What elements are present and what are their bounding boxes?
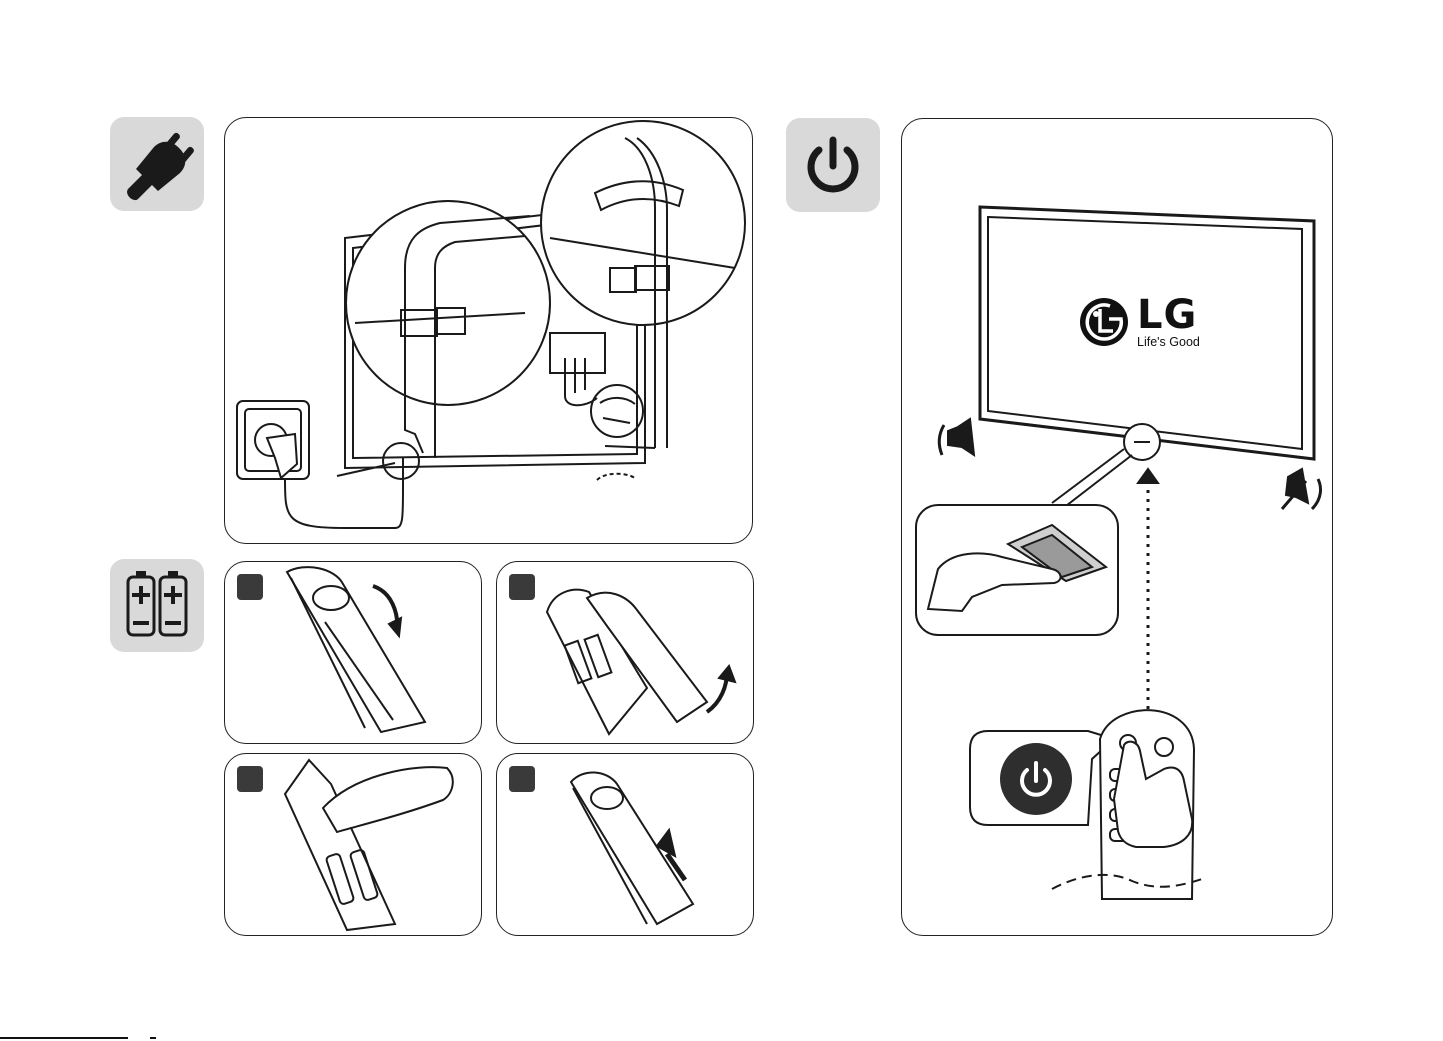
plug-icon-tile [110, 117, 204, 211]
mute-icon [1278, 463, 1322, 511]
lg-face-logo-icon [1079, 297, 1129, 347]
step-badge [509, 574, 535, 600]
mute-icon [938, 415, 982, 459]
footer-rule [0, 1037, 128, 1039]
battery-icon [110, 559, 204, 652]
battery-step-1-panel [224, 561, 482, 744]
battery-icon-tile [110, 559, 204, 652]
tv-back-cable-illustration [225, 118, 752, 543]
step-badge [237, 574, 263, 600]
plug-icon [110, 117, 204, 211]
remote-remove-cover-illustration [497, 562, 753, 743]
remote-open-cover-illustration [225, 562, 481, 743]
power-icon [1000, 743, 1072, 815]
power-on-illustration-panel: LG Life's Good [901, 118, 1333, 936]
battery-step-3-panel [224, 753, 482, 936]
step-badge [509, 766, 535, 792]
remote-insert-batteries-illustration [225, 754, 481, 935]
battery-step-4-panel [496, 753, 754, 936]
power-icon [786, 118, 880, 212]
power-cord-illustration-panel [224, 117, 753, 544]
power-button-callout [1000, 743, 1072, 815]
tv-front-remote-illustration [902, 119, 1332, 935]
remote-close-cover-illustration [497, 754, 753, 935]
lg-logo: LG Life's Good [1079, 295, 1200, 349]
footer-tick [150, 1037, 156, 1039]
brand-name: LG [1137, 295, 1200, 335]
power-icon-tile [786, 118, 880, 212]
step-badge [237, 766, 263, 792]
brand-tagline: Life's Good [1137, 335, 1200, 349]
battery-step-2-panel [496, 561, 754, 744]
